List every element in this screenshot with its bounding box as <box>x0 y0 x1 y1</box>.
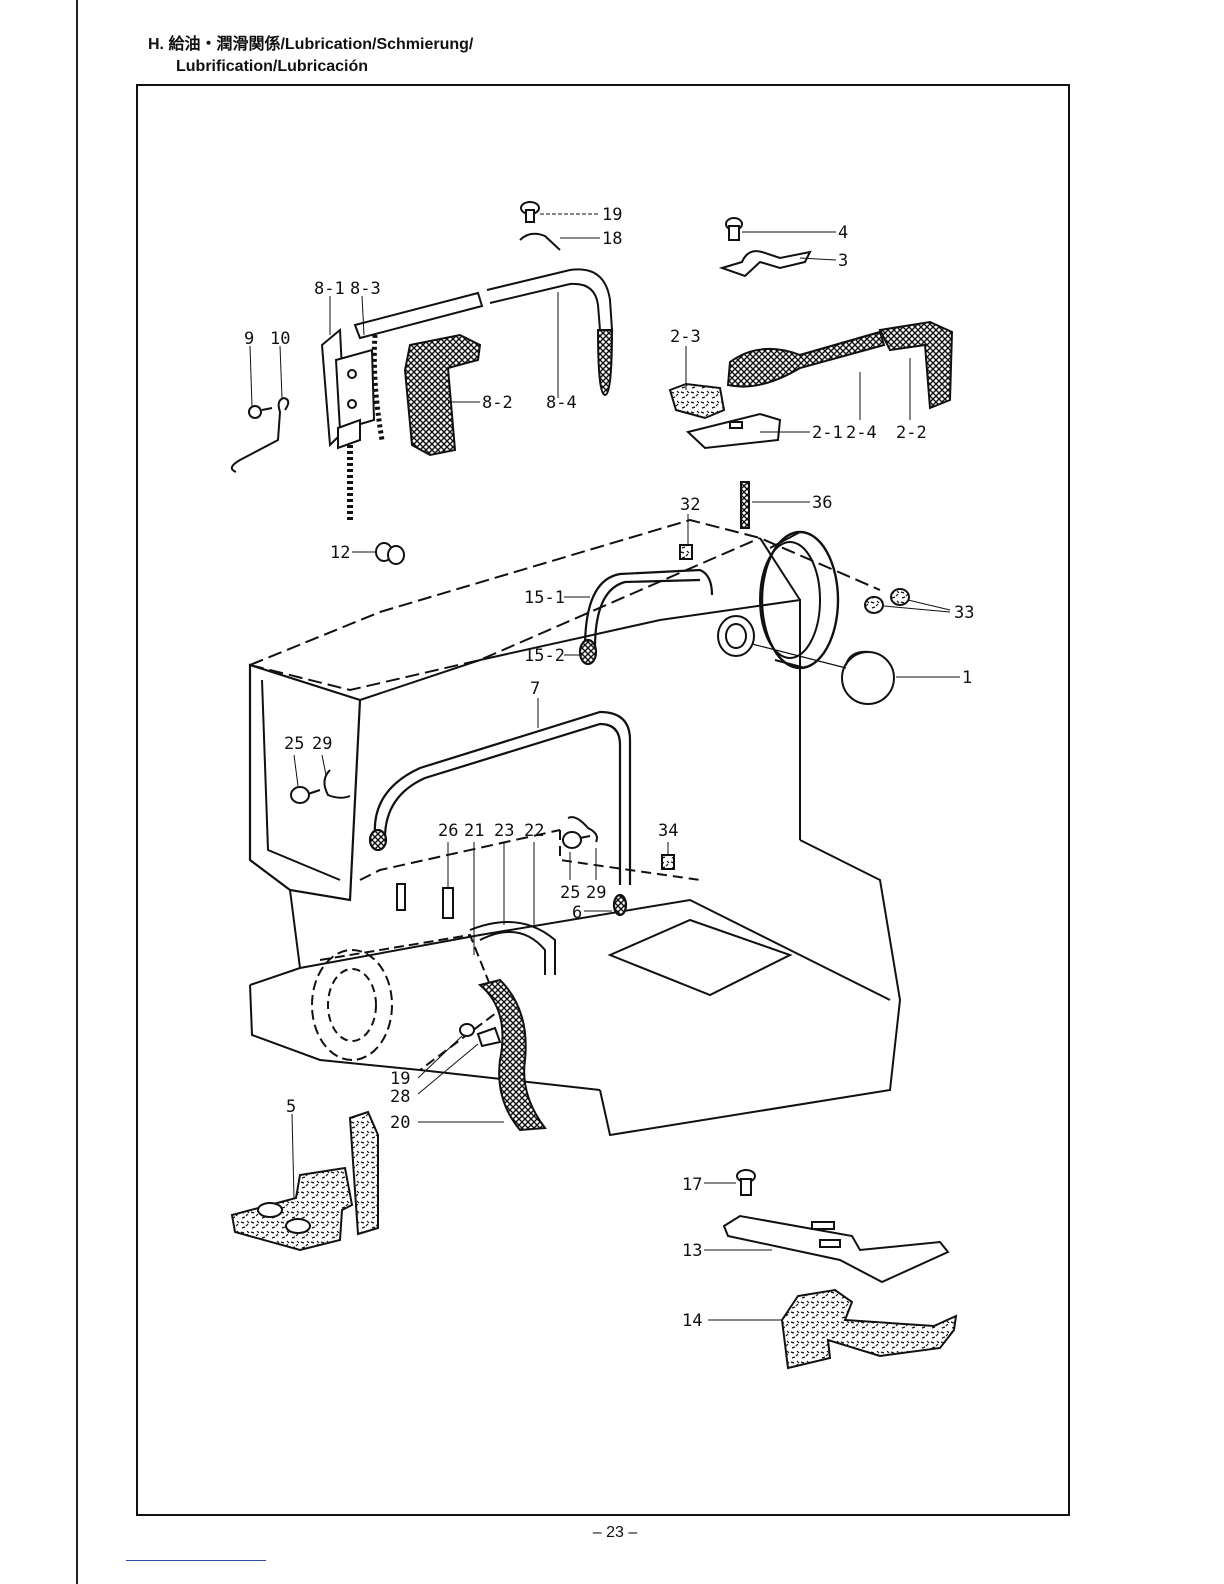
callout-13: 13 <box>682 1241 702 1261</box>
callout-19-top: 19 <box>602 205 622 225</box>
felt-holder-2-3 <box>670 384 724 418</box>
callout-8-3: 8-3 <box>350 279 381 299</box>
callout-23: 23 <box>494 821 514 841</box>
callout-2-4: 2-4 <box>846 423 877 443</box>
wick-holder-8-1 <box>322 330 382 520</box>
callout-6: 6 <box>572 903 582 923</box>
screw-25-29-face <box>291 770 350 803</box>
callout-8-4: 8-4 <box>546 393 577 413</box>
callout-20: 20 <box>390 1113 410 1133</box>
cap-12 <box>376 543 404 564</box>
felt-34 <box>662 855 674 869</box>
callout-32: 32 <box>680 495 700 515</box>
callout-10: 10 <box>270 329 290 349</box>
callout-8-2: 8-2 <box>482 393 513 413</box>
part-1-oil-cap <box>718 616 894 704</box>
callout-21: 21 <box>464 821 484 841</box>
callout-2-3: 2-3 <box>670 327 701 347</box>
callout-5: 5 <box>286 1097 296 1117</box>
callout-14: 14 <box>682 1311 702 1331</box>
callout-8-1: 8-1 <box>314 279 345 299</box>
oil-pipe-8-4 <box>355 269 612 395</box>
callout-1: 1 <box>962 668 972 688</box>
screw-25-29-arm <box>563 817 597 848</box>
callout-29-face: 29 <box>312 734 332 754</box>
callout-22: 22 <box>524 821 544 841</box>
callout-2-2: 2-2 <box>896 423 927 443</box>
callout-18: 18 <box>602 229 622 249</box>
felt-33 <box>865 589 909 613</box>
callout-25-arm: 25 <box>560 883 580 903</box>
machine-body <box>250 520 900 1135</box>
callout-17: 17 <box>682 1175 702 1195</box>
clip-19-28 <box>460 1024 500 1046</box>
oil-return-wire-9-10 <box>232 398 288 472</box>
felt-8-2 <box>405 335 480 455</box>
callout-33: 33 <box>954 603 974 623</box>
callout-36: 36 <box>812 493 832 513</box>
felt-14 <box>782 1290 956 1368</box>
callout-15-1: 15-1 <box>524 588 565 608</box>
felt-5 <box>232 1112 378 1250</box>
callout-34: 34 <box>658 821 678 841</box>
felt-32 <box>680 545 692 559</box>
felt-36 <box>741 482 749 528</box>
strap-3 <box>722 251 810 276</box>
callout-19-low: 19 <box>390 1069 410 1089</box>
callout-28: 28 <box>390 1087 410 1107</box>
callout-29-arm: 29 <box>586 883 606 903</box>
page-number: – 23 – <box>560 1524 670 1542</box>
callout-9: 9 <box>244 329 254 349</box>
screw-19-top <box>521 202 539 222</box>
screw-4 <box>726 218 742 240</box>
footnote-rule <box>126 1560 266 1561</box>
clamp-18 <box>520 234 560 250</box>
callout-26: 26 <box>438 821 458 841</box>
callout-25-face: 25 <box>284 734 304 754</box>
felt-2-2 <box>880 322 952 408</box>
callout-2-1: 2-1 <box>812 423 843 443</box>
callout-15-2: 15-2 <box>524 646 565 666</box>
plate-2-1 <box>688 414 780 448</box>
wick-bundle-20-23 <box>397 884 555 1130</box>
oil-wick-15-1 <box>580 570 712 664</box>
plate-13 <box>724 1216 948 1282</box>
oil-tube-2-4 <box>728 332 884 387</box>
callout-12: 12 <box>330 543 350 563</box>
callout-7: 7 <box>530 679 540 699</box>
screw-17 <box>737 1170 755 1195</box>
callout-4: 4 <box>838 223 848 243</box>
callout-3: 3 <box>838 251 848 271</box>
